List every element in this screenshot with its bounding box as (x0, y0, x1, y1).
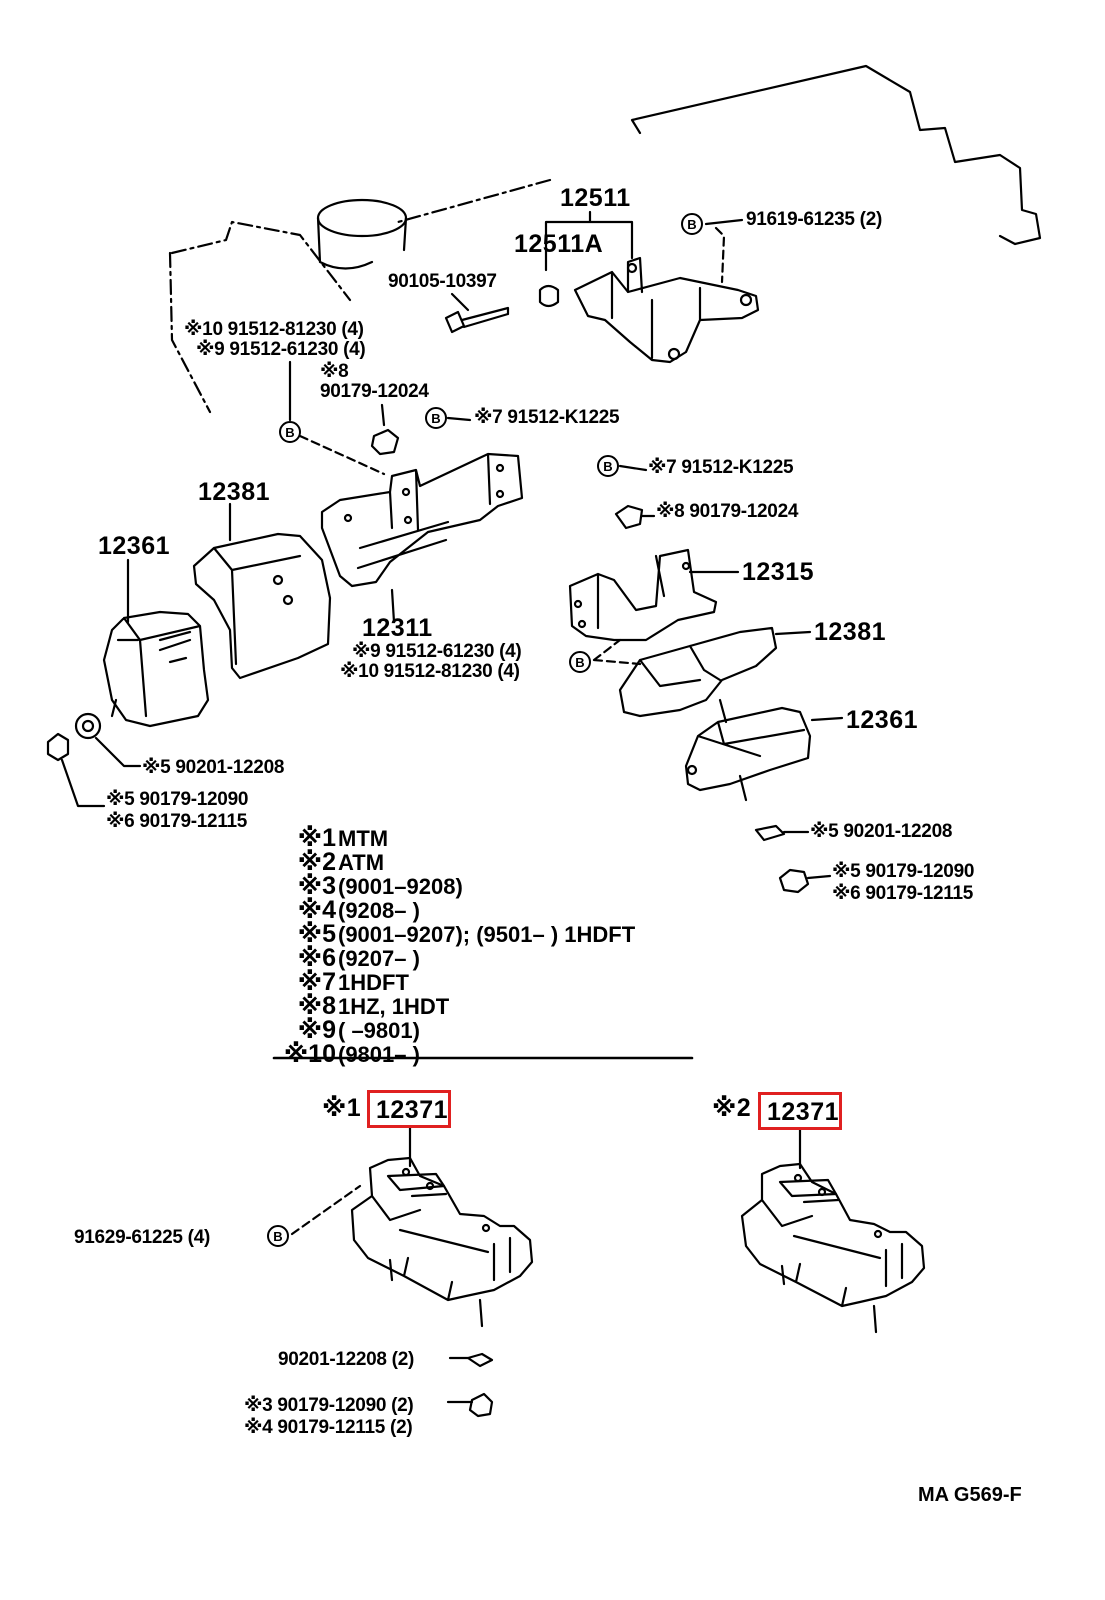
circle-b-marker-2 (279, 421, 301, 443)
mount-12361-left (102, 610, 210, 728)
part-12511: 12511 (560, 184, 631, 212)
mount-12371-mtm (350, 1156, 534, 1302)
circle-b-letter: B (687, 217, 696, 232)
part-12511a: 12511A (514, 230, 604, 258)
part-90179-12024-top: 90179-12024 (320, 381, 429, 402)
part-90179-12115-bottom: ※4 90179-12115 (2) (244, 1417, 413, 1438)
bushing-12511a (538, 284, 560, 308)
part-90179-12090-bottom: ※3 90179-12090 (2) (244, 1395, 414, 1416)
note-mark-2: ※2 (712, 1094, 752, 1122)
part-91512-81230-mid: ※10 91512-81230 (4) (340, 661, 520, 682)
highlight-12371-mtm (367, 1090, 451, 1128)
oil-filler-cap (316, 198, 408, 238)
nut-90179-12024-right (614, 504, 644, 530)
part-90179-12115-right: ※6 90179-12115 (832, 883, 974, 904)
washer-90201-left (74, 712, 102, 740)
part-90179-12024-right: ※8 90179-12024 (656, 501, 799, 522)
highlight-12371-atm (758, 1092, 842, 1130)
bracket-12511 (573, 256, 760, 364)
bracket-12311 (320, 452, 524, 588)
part-91629-61225: 91629-61225 (4) (74, 1227, 210, 1248)
part-90201-12208-right: ※5 90201-12208 (810, 821, 953, 842)
part-90179-12090-left: ※5 90179-12090 (106, 789, 249, 810)
circle-b-letter: B (285, 425, 294, 440)
circle-b-marker-4 (597, 455, 619, 477)
part-90105-10397: 90105-10397 (388, 271, 497, 292)
note-mark-1: ※1 (322, 1094, 362, 1122)
nut-90179-bottom (468, 1392, 494, 1418)
part-90179-12090-right: ※5 90179-12090 (832, 861, 975, 882)
circle-b-letter: B (603, 459, 612, 474)
washer-90201-right (754, 824, 786, 842)
part-91512-k1225-top: ※7 91512-K1225 (474, 407, 620, 428)
part-12361-right: 12361 (846, 706, 919, 734)
part-91512-81230-top: ※10 91512-81230 (4) (184, 319, 364, 340)
part-12381-left: 12381 (198, 478, 271, 506)
circle-b-marker-5 (569, 651, 591, 673)
part-12371-mtm[interactable]: 12371 (376, 1096, 449, 1124)
part-90201-12208-bottom: 90201-12208 (2) (278, 1349, 414, 1370)
part-91619-61235: 91619-61235 (2) (746, 209, 882, 230)
nut-90179-12024-top (370, 428, 400, 456)
part-12371-atm[interactable]: 12371 (767, 1098, 840, 1126)
bolt-90105 (444, 306, 510, 334)
washer-90201-bottom (466, 1352, 494, 1368)
engine-outline (630, 64, 1042, 246)
nut-90179-right (778, 868, 810, 894)
circle-b-marker-1 (681, 213, 703, 235)
part-91512-61230-top: ※9 91512-61230 (4) (196, 339, 366, 360)
circle-b-marker-3 (425, 407, 447, 429)
mount-12361-right (684, 706, 812, 792)
circle-b-marker-6 (267, 1225, 289, 1247)
part-91512-61230-mid: ※9 91512-61230 (4) (352, 641, 522, 662)
engine-dash-outline (168, 178, 552, 414)
part-90179-12115-left: ※6 90179-12115 (106, 811, 248, 832)
insulator-12381-right (618, 626, 778, 718)
part-12361-left: 12361 (98, 532, 171, 560)
part-91512-k1225-right: ※7 91512-K1225 (648, 457, 794, 478)
nut-90179-left (46, 732, 70, 762)
bracket-12315 (568, 548, 718, 642)
part-12311: 12311 (362, 614, 433, 642)
circle-b-letter: B (575, 655, 584, 670)
insulator-12381-left (192, 532, 332, 680)
part-12315: 12315 (742, 558, 815, 586)
circle-b-letter: B (431, 411, 440, 426)
part-90201-12208-left: ※5 90201-12208 (142, 757, 285, 778)
circle-b-letter: B (273, 1229, 282, 1244)
part-12381-right: 12381 (814, 618, 887, 646)
note-8-top: ※8 (320, 361, 349, 382)
mount-12371-atm (740, 1162, 926, 1308)
drawing-code: MA G569-F (918, 1484, 1022, 1506)
